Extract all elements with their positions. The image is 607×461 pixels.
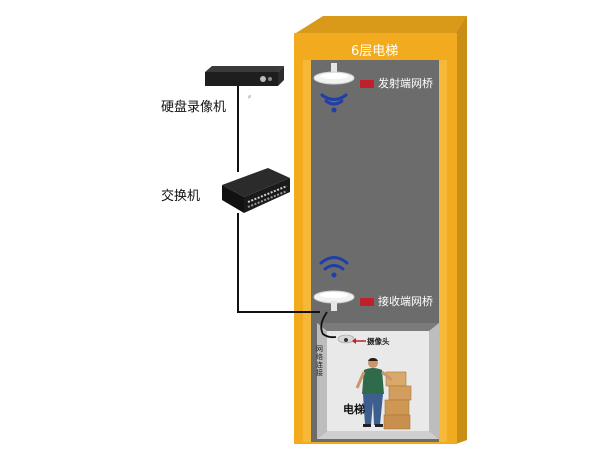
switch-device	[222, 94, 290, 213]
camera-arrow	[352, 338, 366, 344]
person-figure	[355, 357, 393, 427]
wifi-signal-bottom	[319, 256, 349, 278]
cargo-boxes	[383, 371, 412, 430]
floor-markers	[294, 60, 457, 326]
shaft-title: 6层电梯	[351, 44, 399, 59]
wifi-signal-top	[320, 93, 348, 113]
camera-device	[337, 334, 355, 344]
nvr-label: 硬盘录像机	[161, 100, 227, 115]
car-network-cable	[320, 311, 337, 339]
shaft-rail-right	[439, 60, 447, 442]
shaft-side	[456, 16, 467, 444]
camera-label: 摄像头	[367, 337, 390, 346]
transmit-ap	[313, 63, 355, 85]
receive-ap-label-text: 接收端网桥	[378, 295, 433, 308]
transmit-ap-label: 发射端网桥	[360, 75, 433, 91]
receive-tag	[360, 298, 374, 306]
car-label: 电梯	[343, 403, 365, 416]
transmit-tag	[360, 80, 374, 88]
nvr-device	[205, 66, 284, 86]
receive-ap-label: 接收端网桥	[360, 293, 433, 309]
switch-label: 交换机	[161, 189, 201, 204]
transmit-ap-label-text: 发射端网桥	[378, 77, 433, 90]
cable-label: 网络连接	[316, 345, 323, 377]
shaft-rail-left	[303, 60, 311, 442]
network-cables	[237, 86, 320, 313]
receive-ap	[313, 290, 355, 311]
